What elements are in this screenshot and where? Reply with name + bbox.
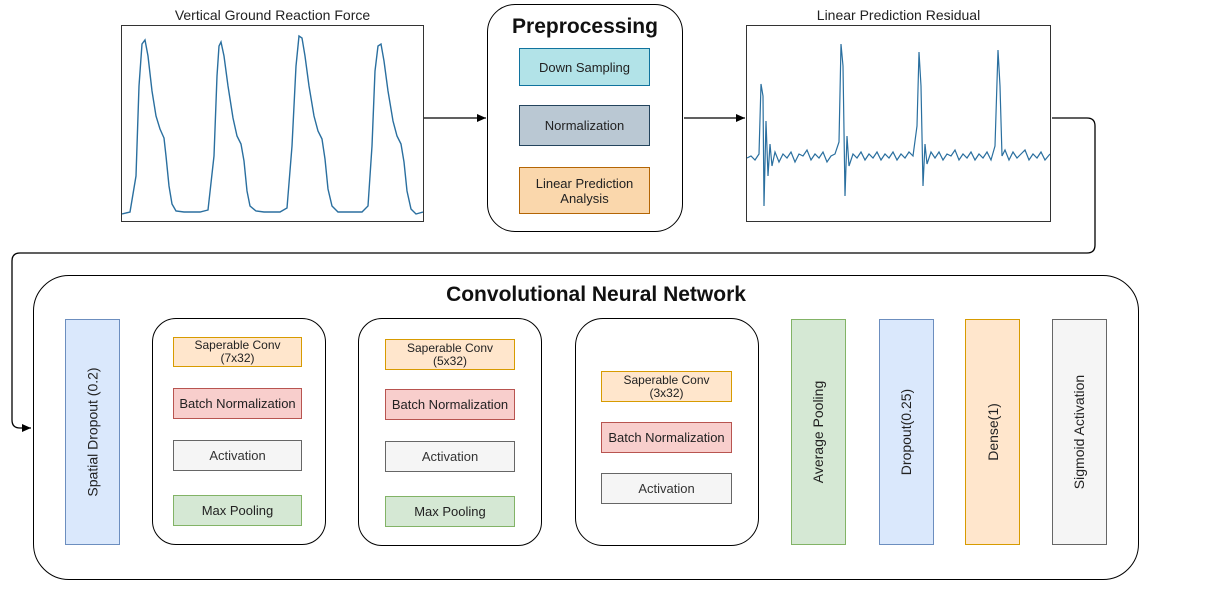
b2-conv-size: (5x32) [432,353,467,368]
b2-max-pooling-box: Max Pooling [385,496,515,527]
sigmoid-activation-label: Sigmoid Activation [1071,374,1088,490]
b2-activation-label: Activation [421,449,479,464]
b2-batch-norm-box: Batch Normalization [385,389,515,420]
b3-activation-label: Activation [638,481,695,496]
lpr-waveform [746,43,1051,207]
b3-conv-name: Saperable Conv [623,372,710,387]
vgrf-plot [121,25,424,222]
b1-batch-norm-box: Batch Normalization [173,388,302,419]
b3-batch-norm-box: Batch Normalization [601,422,732,453]
lpr-title: Linear Prediction Residual [816,7,981,23]
linear-prediction-analysis-label: Linear Prediction Analysis [535,175,634,206]
b2-separable-conv-box: Saperable Conv (5x32) [385,339,515,370]
b1-activation-label: Activation [209,448,266,463]
b1-separable-conv-box: Saperable Conv (7x32) [173,337,302,367]
average-pooling-box: Average Pooling [791,319,846,545]
b3-batch-norm-label: Batch Normalization [608,430,725,445]
vgrf-waveform [121,34,424,215]
b1-conv-name: Saperable Conv [194,338,281,352]
vgrf-title: Vertical Ground Reaction Force [174,7,371,23]
b1-batch-norm-label: Batch Normalization [179,396,296,411]
b1-max-pooling-label: Max Pooling [201,503,274,518]
cnn-title: Convolutional Neural Network [446,283,746,306]
preprocessing-title: Preprocessing [512,15,658,38]
b3-separable-conv-box: Saperable Conv (3x32) [601,371,732,402]
b2-max-pooling-label: Max Pooling [414,504,486,519]
sigmoid-activation-box: Sigmoid Activation [1052,319,1107,545]
dense-box: Dense(1) [965,319,1020,545]
spatial-dropout-label: Spatial Dropout (0.2) [84,367,101,497]
lpr-plot [746,25,1051,222]
spatial-dropout-box: Spatial Dropout (0.2) [65,319,120,545]
b3-activation-box: Activation [601,473,732,504]
dropout-label: Dropout(0.25) [898,388,915,476]
normalization-box: Normalization [519,105,650,146]
dropout-box: Dropout(0.25) [879,319,934,545]
b2-conv-name: Saperable Conv [406,340,494,355]
arrow-lpr-to-cnn [11,117,1096,432]
normalization-label: Normalization [544,118,625,133]
b1-max-pooling-box: Max Pooling [173,495,302,526]
b3-conv-size: (3x32) [649,385,684,400]
down-sampling-box: Down Sampling [519,48,650,86]
average-pooling-label: Average Pooling [810,380,827,484]
dense-label: Dense(1) [984,403,1001,461]
b2-activation-box: Activation [385,441,515,472]
down-sampling-label: Down Sampling [538,59,631,75]
b1-activation-box: Activation [173,440,302,471]
linear-prediction-analysis-box: Linear Prediction Analysis [519,167,650,214]
b2-batch-norm-label: Batch Normalization [391,397,509,412]
b1-conv-size: (7x32) [220,351,255,365]
